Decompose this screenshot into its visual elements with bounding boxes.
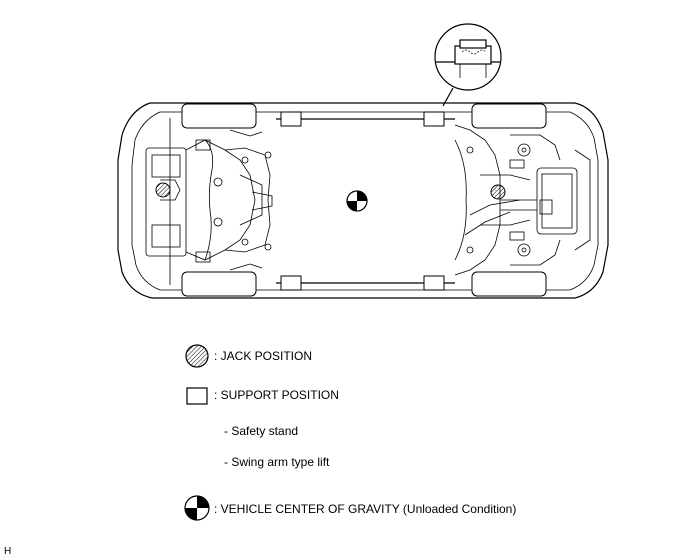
legend-support-position-label: : SUPPORT POSITION xyxy=(214,388,339,402)
support-position-rear-left xyxy=(423,111,445,127)
legend-jack-position-label: : JACK POSITION xyxy=(214,349,313,363)
jack-positions xyxy=(155,182,506,200)
rectangle-icon xyxy=(186,387,208,405)
checkered-circle-icon xyxy=(184,495,210,521)
support-position-rear-right xyxy=(423,275,445,291)
front-suspension-area xyxy=(145,118,273,285)
rear-suspension-area xyxy=(454,124,591,276)
callout-magnifier xyxy=(434,23,502,107)
figure-code: H xyxy=(4,546,12,557)
jack-position-rear xyxy=(490,184,506,200)
vehicle-body-outline xyxy=(117,102,609,299)
legend-support-item-safety-stand: - Safety stand xyxy=(224,424,299,438)
support-position-front-right xyxy=(280,275,302,291)
support-position-front-left xyxy=(280,111,302,127)
jack-position-front xyxy=(155,182,171,198)
support-positions xyxy=(280,111,445,291)
legend-center-of-gravity-label: : VEHICLE CENTER OF GRAVITY (Unloaded Co… xyxy=(214,502,517,516)
hatched-circle-icon xyxy=(185,344,209,368)
wheels xyxy=(181,103,547,297)
legend-support-item-swing-arm-lift: - Swing arm type lift xyxy=(224,455,330,469)
center-of-gravity-marker xyxy=(346,190,368,212)
